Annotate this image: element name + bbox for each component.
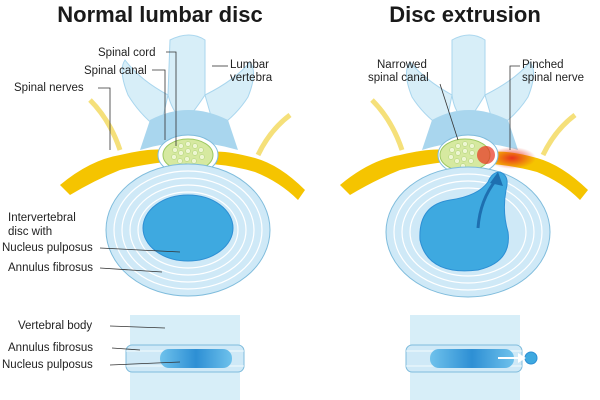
label-nucleus: Nucleus pulposus [2, 242, 93, 254]
label-spinal-nerves: Spinal nerves [14, 82, 84, 94]
extrusion-lamina [422, 110, 518, 150]
leader-side-annulus [111, 347, 141, 351]
side-extruded-bulge [524, 351, 538, 365]
label-ivd-2: disc with [8, 226, 52, 238]
normal-spinous-process [167, 34, 206, 119]
side-vertebral-body-bottom [130, 372, 240, 400]
compression-spot [477, 146, 495, 164]
side-nucleus-extrusion [430, 349, 514, 368]
normal-nerve-right [212, 151, 305, 200]
side-extrusion-arrow-head [518, 353, 526, 363]
label-spinal-cord: Spinal cord [98, 47, 156, 59]
label-pinched-2: spinal nerve [522, 72, 584, 84]
label-lumbar-1: Lumbar [230, 59, 269, 71]
extrusion-spinous-process [451, 34, 486, 119]
normal-nerve-upper-right [255, 113, 292, 157]
normal-cord-dots [171, 141, 205, 169]
label-annulus: Annulus fibrosus [8, 262, 93, 274]
extrusion-nerve-left [340, 149, 445, 195]
normal-vertebra-group [121, 34, 254, 150]
leader-annulus [99, 267, 163, 273]
leader-spinal-nerves [98, 87, 111, 150]
side-view-extrusion [405, 315, 538, 400]
extrusion-transverse-left [406, 61, 453, 131]
label-ivd-1: Intervertebral [8, 212, 76, 224]
extrusion-nerve-upper-left [370, 98, 405, 151]
normal-disc [105, 163, 271, 297]
label-side-nucleus: Nucleus pulposus [2, 359, 93, 371]
label-narrowed-2: spinal canal [368, 72, 429, 84]
leader-narrowed [439, 83, 459, 141]
leader-pinched [509, 65, 520, 150]
extrusion-vertebra-group [406, 34, 534, 150]
extrusion-disc [385, 166, 551, 298]
side-nucleus-normal [160, 349, 232, 368]
label-side-annulus: Annulus fibrosus [8, 342, 93, 354]
label-lumbar-2: vertebra [230, 72, 273, 84]
normal-nucleus [142, 194, 234, 262]
label-vertebral-body: Vertebral body [18, 320, 92, 332]
extrusion-arrow-head [490, 172, 503, 186]
normal-lamina [140, 110, 238, 150]
leader-spinal-canal [152, 69, 166, 140]
normal-transverse-right [204, 61, 254, 131]
label-spinal-canal: Spinal canal [84, 65, 147, 77]
side-ext-vertebral-bottom [410, 372, 520, 400]
pinch-glow [488, 147, 536, 169]
leader-nucleus [99, 247, 181, 253]
side-ext-vertebral-top [410, 315, 520, 345]
leader-vertebral-body [109, 325, 166, 329]
side-view-normal [125, 315, 245, 400]
normal-transverse-left [121, 59, 169, 131]
normal-nerve-upper-left [88, 98, 123, 151]
extrusion-cord-dots [448, 141, 475, 169]
leader-spinal-cord [166, 51, 177, 146]
normal-nerve-left [60, 149, 165, 195]
leader-side-nucleus [109, 361, 181, 366]
title-normal: Normal lumbar disc [57, 2, 262, 27]
title-extrusion: Disc extrusion [389, 2, 541, 27]
extrusion-nerve-upper-right [540, 113, 577, 157]
label-pinched-1: Pinched [522, 59, 564, 71]
side-vertebral-body-top [130, 315, 240, 345]
label-narrowed-1: Narrowed [377, 59, 427, 71]
